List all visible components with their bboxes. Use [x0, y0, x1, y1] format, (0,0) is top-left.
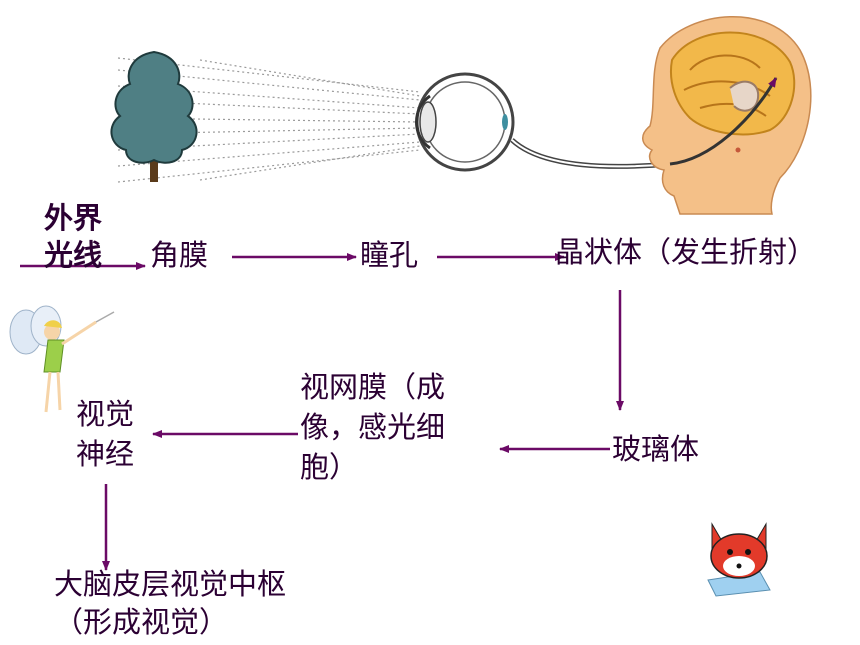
vitreous-label: 玻璃体 [612, 432, 700, 466]
retina-label-line1: 视网膜（成 [300, 370, 446, 404]
head-brain-icon [642, 16, 812, 215]
optic-nerve-label-line2: 神经 [76, 437, 135, 471]
cornea-label: 角膜 [150, 238, 209, 272]
flow-arrows [20, 253, 624, 571]
external-light-label-line2: 光线 [44, 238, 103, 272]
lens-label: 晶状体（发生折射） [555, 235, 817, 269]
external-light-label-line1: 外界 [44, 201, 103, 235]
pupil-label: 瞳孔 [360, 238, 419, 272]
eye-icon [415, 72, 671, 172]
optic-nerve-label-line1: 视觉 [76, 397, 135, 431]
retina-label-line2: 像，感光细 [300, 410, 446, 444]
fox-icon [707, 522, 771, 597]
fairy-icon [9, 305, 115, 413]
retina-label-line3: 胞） [300, 450, 359, 484]
tree-icon [110, 50, 198, 182]
visual-cortex-label-line1: 大脑皮层视觉中枢 [54, 567, 287, 601]
visual-cortex-label-line2: （形成视觉） [54, 605, 229, 639]
